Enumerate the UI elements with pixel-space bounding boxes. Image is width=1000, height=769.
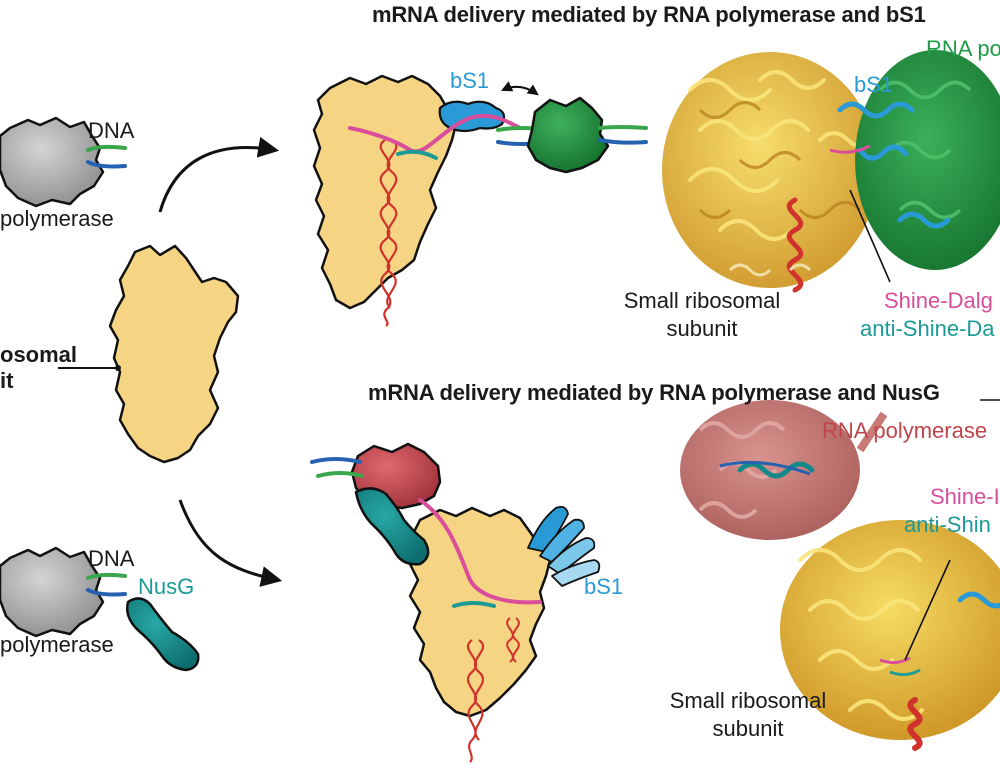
arrow-bottom [178, 499, 283, 587]
small-ribosomal-label-bottom-line1: Small ribosomal [669, 688, 827, 713]
molecular-model-bottom [680, 400, 1000, 751]
title-bottom: mRNA delivery mediated by RNA polymerase… [368, 380, 940, 405]
dna-bottom-strands [86, 572, 127, 597]
nusg-cartoon-blob [354, 487, 430, 566]
title-top: mRNA delivery mediated by RNA polymerase… [372, 2, 926, 27]
rna-polymerase-label-top-model: RNA po [926, 36, 1000, 61]
rrna-helix-top [379, 139, 398, 327]
polymerase-label-top: polymerase [0, 206, 114, 231]
bs1-label-bottom-cartoon: bS1 [584, 574, 624, 599]
dna-bottom-cartoon-green [316, 471, 364, 478]
ribosomal-left-leader-dot [115, 365, 121, 371]
small-ribosomal-label-top-line1: Small ribosomal [623, 288, 781, 313]
anti-shine-dalgarno-label-bottom: anti-Shin [904, 512, 991, 537]
anti-shine-dalgarno-label-top: anti-Shine-Da [860, 316, 995, 341]
interaction-double-arrow [501, 81, 539, 96]
shine-dalgarno-label-bottom: Shine-I [930, 484, 1000, 509]
small-subunit-left-blob [108, 244, 240, 464]
nusg-left-blob [126, 597, 200, 672]
polymerase-label-bottom: polymerase [0, 632, 114, 657]
dna-green-right-2 [598, 138, 648, 145]
model-top-leader-line [849, 189, 891, 283]
bs1-bottom-cartoon-blob [527, 505, 601, 587]
small-subunit-top-cartoon-blob [312, 74, 458, 310]
small-ribosomal-label-bottom-line2: subunit [712, 716, 784, 741]
ribosomal-left-label-line1: osomal [0, 342, 78, 367]
polymerase-bottom-blob [0, 546, 105, 638]
molecular-model-top [662, 50, 1000, 293]
ribosomal-left-label-line2: it [0, 368, 14, 393]
dna-label-bottom: DNA [88, 546, 135, 571]
model-bottom-leader-line [904, 559, 951, 661]
small-ribosomal-label-top-line2: subunit [666, 316, 738, 341]
dna-green-right-1 [598, 125, 648, 130]
green-polymerase-cartoon-blob [526, 96, 610, 174]
bs1-label-top-cartoon: bS1 [450, 68, 490, 93]
mrna-bottom-cartoon [418, 498, 542, 605]
small-subunit-bottom-cartoon-blob [408, 506, 552, 718]
polymerase-top-blob [0, 116, 105, 208]
mrna-top-cartoon [348, 113, 522, 154]
bs1-label-top-model: bS1 [854, 72, 894, 97]
dna-label-top: DNA [88, 118, 135, 143]
anti-sd-bottom-cartoon [452, 601, 496, 608]
nusg-label: NusG [138, 574, 195, 599]
arrow-top [158, 136, 280, 213]
anti-sd-top-cartoon [396, 149, 438, 160]
dna-top-strands [86, 144, 127, 169]
dna-bottom-cartoon-blue [310, 457, 362, 464]
rrna-helix-bottom [466, 617, 520, 763]
shine-dalgarno-label-top: Shine-Dalg [884, 288, 993, 313]
rna-polymerase-label-bottom-model: RNA polymerase [822, 418, 988, 443]
